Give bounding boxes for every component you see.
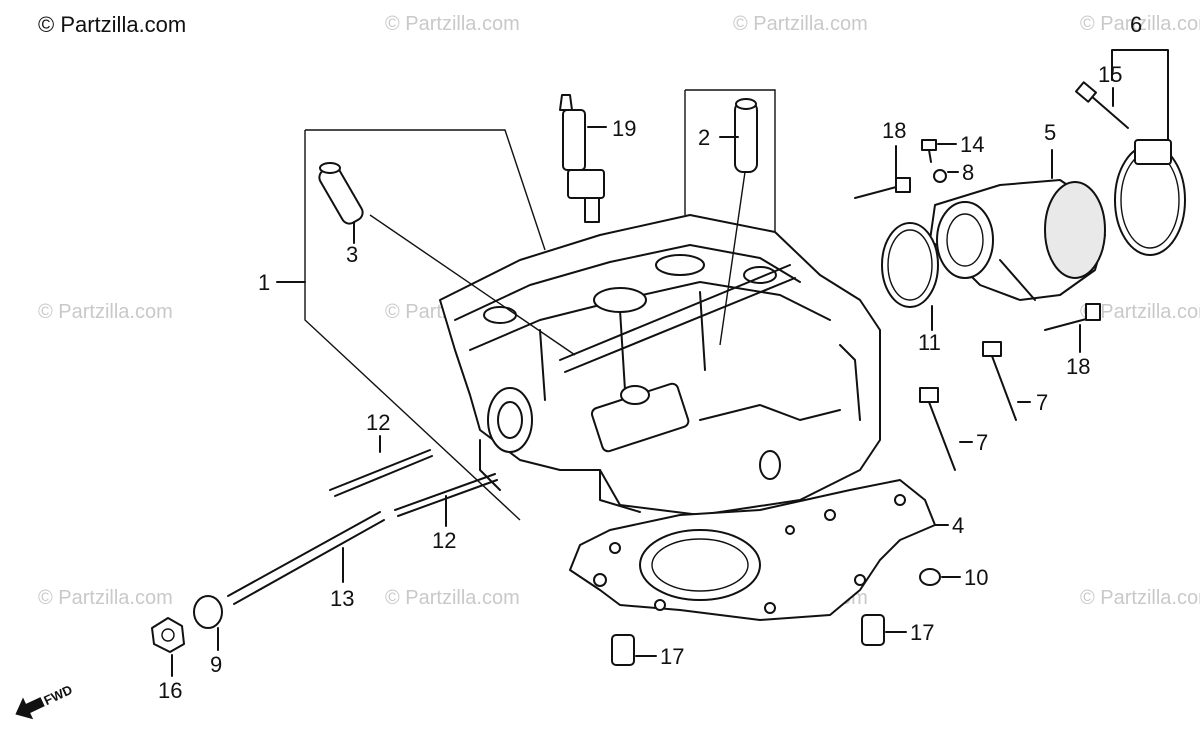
callout-14: 14	[960, 132, 984, 157]
clamp-band	[1114, 139, 1186, 256]
bracket-part-1-right	[685, 89, 776, 235]
stud-bolt-7b	[919, 387, 956, 471]
callout-10: 10	[964, 565, 988, 590]
spark-plug	[559, 94, 605, 223]
leader-part-2	[719, 171, 746, 346]
callout-18b: 18	[1066, 354, 1090, 379]
dowel-pin-17b	[861, 614, 885, 646]
bolt-15	[1075, 81, 1129, 129]
stud-13	[227, 511, 385, 605]
oil-pipe-2	[734, 98, 758, 173]
callout-17a: 17	[660, 644, 684, 669]
bracket-part-1	[304, 130, 521, 521]
callout-15: 15	[1098, 62, 1122, 87]
callout-2: 2	[698, 125, 710, 150]
washer-8	[933, 169, 947, 183]
callout-6: 6	[1130, 12, 1142, 37]
callout-1: 1	[258, 270, 270, 295]
o-ring	[881, 222, 939, 308]
callout-7b: 7	[976, 430, 988, 455]
callout-8: 8	[962, 160, 974, 185]
washer-10	[919, 568, 941, 586]
bracket-part-1-top	[305, 129, 546, 251]
screw-14	[921, 139, 937, 163]
callout-7a: 7	[1036, 390, 1048, 415]
callout-18a: 18	[882, 118, 906, 143]
watermark-main: © Partzilla.com	[38, 12, 186, 37]
callout-17b: 17	[910, 620, 934, 645]
watermark-faint: © Partzilla.com	[38, 301, 173, 323]
arrow-left-icon	[15, 697, 45, 720]
bolt-18-lower	[1044, 303, 1101, 331]
watermark-faint: © Partzilla.com	[1080, 301, 1200, 323]
stud-bolt-7a	[982, 341, 1017, 421]
watermark-faint: © Partzilla.com	[1080, 587, 1200, 609]
watermark-faint: © Partzilla.com	[733, 13, 868, 35]
washer-9	[193, 595, 223, 629]
callout-3: 3	[346, 242, 358, 267]
callout-13: 13	[330, 586, 354, 611]
callout-12a: 12	[366, 410, 390, 435]
watermark-faint: © Partzilla.com	[385, 587, 520, 609]
callout-11: 11	[918, 330, 941, 355]
carburetor-insulator	[929, 179, 1106, 301]
callout-19: 19	[612, 116, 636, 141]
watermark-faint: © Partzilla.com	[385, 13, 520, 35]
fwd-label: FWD	[41, 682, 74, 708]
dowel-pin-12a	[329, 449, 433, 497]
nut-16	[151, 617, 185, 653]
callout-12b: 12	[432, 528, 456, 553]
bolt-18-upper	[854, 177, 911, 199]
callout-16: 16	[158, 678, 182, 703]
leader-part-3	[369, 214, 576, 356]
oil-pipe-3	[318, 162, 364, 225]
callout-5: 5	[1044, 120, 1056, 145]
head-gasket	[569, 479, 936, 621]
watermark-faint: © Partzilla.com	[1080, 13, 1200, 35]
fwd-arrow: FWD	[15, 682, 75, 720]
cylinder-head	[439, 214, 881, 516]
dowel-pin-12b	[394, 473, 498, 517]
callout-4: 4	[952, 513, 964, 538]
dowel-pin-17a	[611, 634, 635, 666]
callout-9: 9	[210, 652, 222, 677]
watermark-faint: © Partzilla.com	[38, 587, 173, 609]
